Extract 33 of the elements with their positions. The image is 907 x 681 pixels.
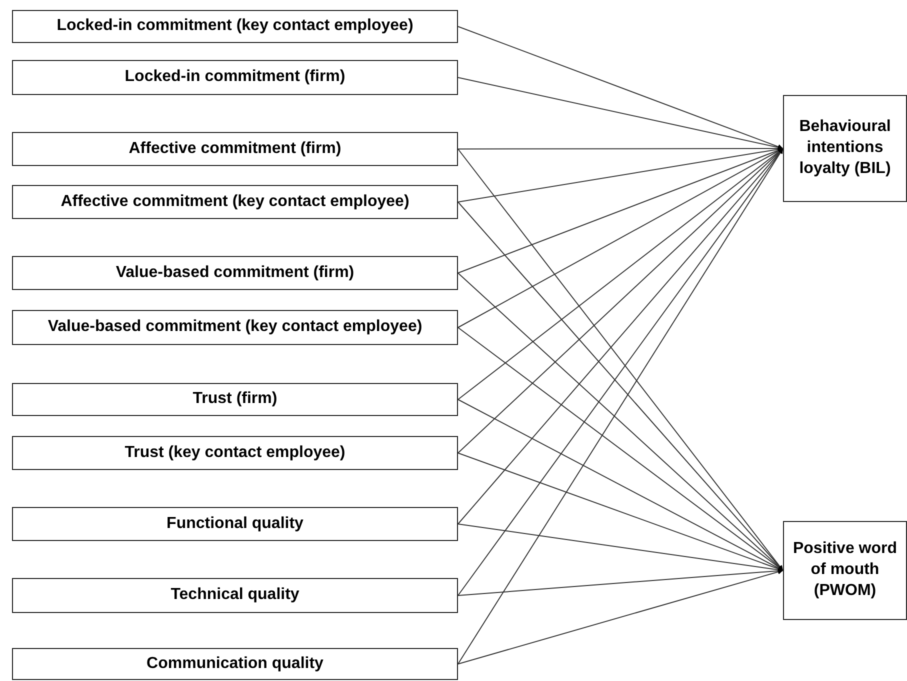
arrow [458, 148, 784, 454]
arrow [458, 148, 784, 400]
construct-label: Affective commitment (key contact employee) [60, 192, 410, 212]
construct-box [12, 60, 458, 95]
construct-label: Positive word of mouth (PWOM) [792, 539, 898, 601]
construct-label: Trust (firm) [192, 389, 278, 410]
construct-label: Technical quality [170, 585, 300, 606]
construct-label: Value-based commitment (key contact employee) [48, 317, 422, 338]
construct-box [12, 310, 458, 345]
arrow [458, 568, 784, 596]
construct-label: Affective commitment (firm) [128, 138, 342, 159]
construct-box [12, 256, 458, 290]
arrow [458, 77, 784, 150]
construct-box [12, 436, 458, 470]
construct-label: Communication quality [146, 654, 324, 674]
arrow [458, 327, 784, 571]
arrow [458, 569, 784, 664]
construct-box [12, 648, 458, 680]
construct-box [12, 185, 458, 219]
construct-label: Functional quality [166, 514, 304, 534]
construct-box [12, 578, 458, 613]
construct-label: Behavioural intentions loyalty (BIL) [798, 117, 892, 179]
arrow [458, 26, 784, 150]
construct-box [12, 132, 458, 166]
construct-label: Locked-in commitment (firm) [124, 67, 346, 88]
construct-label: Value-based commitment (firm) [116, 262, 354, 283]
construct-box [12, 383, 458, 416]
construct-box [12, 10, 458, 43]
construct-label: Locked-in commitment (key contact employee) [56, 16, 414, 36]
construct-box [783, 95, 907, 202]
construct-label: Trust (key contact employee) [124, 442, 346, 463]
construct-box [12, 507, 458, 541]
construct-box [783, 521, 907, 620]
